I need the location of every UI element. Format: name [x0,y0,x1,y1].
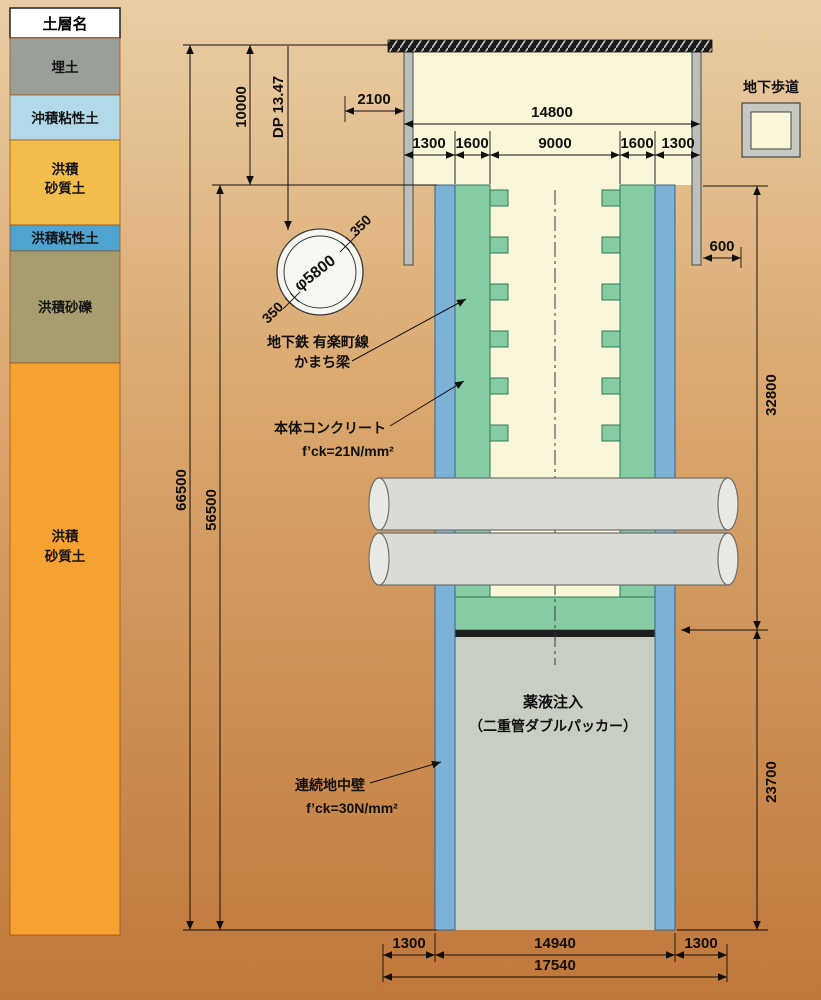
soil-layer-fill [9,250,121,364]
soil-layer-fill [9,362,121,936]
crossing-tubes [368,477,739,586]
soil-layer-label: 砂質土 [45,548,86,564]
soil-layer-fill [9,37,121,96]
walkway-label: 地下歩道 [743,79,799,95]
right-dimensions: 32800 23700 [677,185,780,931]
left-dimensions: 66500 56500 10000 DP 13.47 [173,44,437,931]
kamachi-rib [489,189,509,207]
kamachi-rib [601,330,621,348]
ground-surface-hatch [387,39,713,53]
kamachi-rib [489,283,509,301]
soil-layer-label: 沖積粘性土 [31,110,99,126]
walkway-wall-right [691,51,702,266]
grout-injection-sub-label: （二重管ダブルパッカー） [469,718,637,734]
annotations: かまち梁 本体コンクリート f’ck=21N/mm² 連続地中壁 f’ck=30… [274,298,637,816]
kamachi-beam-label: かまち梁 [294,354,351,370]
grout-injection-zone [455,637,655,930]
dim-1600b-label: 1600 [620,135,653,152]
top-dimensions: 2100 14800 1300 1600 9000 1600 1300 600 [344,91,742,268]
dim-23700-label: 23700 [763,761,780,803]
diaphragm-wall-spec: f’ck=30N/mm² [306,800,398,816]
lining-dim-tick [285,297,295,307]
soil-layer-label: 砂質土 [45,180,86,196]
soil-header-box [9,7,121,39]
dim-1600a-label: 1600 [455,135,488,152]
dim-2100-label: 2100 [357,91,390,108]
soil-column: 土層名 埋土 沖積粘性土 洪積 砂質土 洪積粘性土 洪積砂礫 洪積 砂質土 [9,7,121,936]
tube-lower [378,532,729,586]
lining-dim-line-lower [282,291,301,310]
lining-dim-line-upper [339,234,358,253]
dim-9000-label: 9000 [538,135,571,152]
dim-600-label: 600 [709,238,734,255]
body-concrete-spec: f’ck=21N/mm² [302,443,394,459]
soil-layer-label: 埋土 [52,59,79,75]
kamachi-rib [489,377,509,395]
walkway-box-inner [750,111,792,150]
kamachi-rib [489,330,509,348]
diaphragm-wall-label: 連続地中壁 [295,777,365,793]
lining-dim-tick [289,292,300,303]
dim-14800-label: 14800 [531,104,573,121]
subway-line-label: 地下鉄 有楽町線 [267,334,369,350]
walkway-wall-left [403,51,414,266]
dim-1300a-label: 1300 [412,135,445,152]
soil-layer-fill [9,94,121,141]
bottom-dimensions: 1300 14940 1300 17540 [382,933,728,982]
kamachi-rib [601,189,621,207]
body-concrete-label: 本体コンクリート [274,420,386,436]
kamachi-rib [489,236,509,254]
dim-14940-label: 14940 [534,935,576,952]
soil-layer-label: 洪積 [52,528,79,544]
shaft-interior-top [413,52,692,185]
tube-upper [378,477,729,531]
kamachi-rib [601,377,621,395]
tunnel-inner-ring [283,235,357,309]
kamachi-beam-ribs [489,189,621,442]
soil-layer-fill [9,139,121,226]
tube-upper-cap-right [717,477,739,531]
kamachi-rib [489,424,509,442]
kamachi-leader-line [351,298,467,362]
kamachi-rib [601,236,621,254]
dim-1300-bl-label: 1300 [392,935,425,952]
shaft-structure [368,39,739,931]
soil-layer-label: 洪積 [52,161,79,177]
dim-56500-label: 56500 [203,489,220,531]
underground-walkway: 地下歩道 [741,79,801,158]
kamachi-rib [601,424,621,442]
kamachi-rib [601,283,621,301]
tube-lower-cap-right [717,532,739,586]
tube-upper-cap-left [368,477,390,531]
lining-dim-tick [345,237,355,247]
dim-10000-label: 10000 [233,86,250,128]
dim-66500-label: 66500 [173,469,190,511]
dp-level-label: DP 13.47 [270,76,287,138]
dim-1300b-label: 1300 [661,135,694,152]
dim-32800-label: 32800 [763,374,780,416]
dim-17540-label: 17540 [534,957,576,974]
tube-lower-cap-left [368,532,390,586]
grout-injection-label: 薬液注入 [522,693,583,711]
soil-layer-label: 洪積砂礫 [38,299,92,315]
soil-layer-label: 洪積粘性土 [31,230,99,246]
body-concrete-leader-line [389,380,465,427]
diaphragm-wall-leader-line [369,760,442,784]
soil-header-label: 土層名 [42,15,87,33]
dim-1300-br-label: 1300 [684,935,717,952]
lining-dim-tick [340,241,350,252]
